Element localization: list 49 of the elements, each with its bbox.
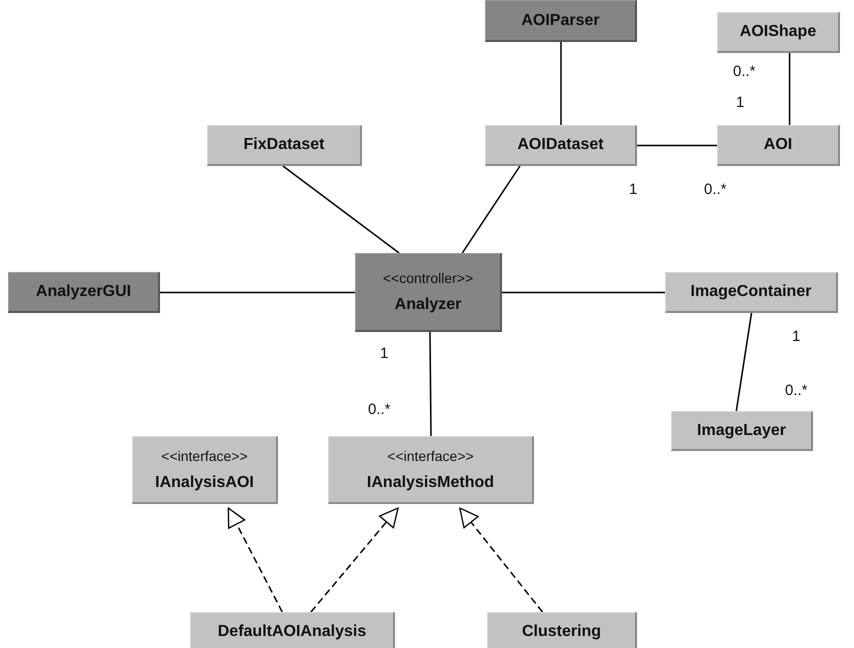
class-name: IAnalysisAOI [155, 474, 254, 492]
association-line [788, 53, 790, 125]
class-name: ImageContainer [690, 283, 812, 301]
realization-arrow [459, 507, 544, 612]
multiplicity-label: 0..* [785, 382, 808, 399]
class-name: Clustering [522, 622, 602, 640]
class-box [671, 411, 813, 451]
association-line [282, 165, 400, 254]
realization-arrow [228, 507, 283, 612]
class-name: AnalyzerGUI [36, 283, 132, 301]
association-line [160, 292, 355, 294]
class-box [190, 612, 395, 648]
association-line [429, 332, 432, 436]
multiplicity-label: 0..* [733, 63, 756, 80]
class-box [207, 125, 362, 166]
class-name: ImageLayer [697, 422, 786, 440]
class-box [8, 272, 160, 313]
stereotype-label: <<interface>> [161, 448, 248, 464]
association-line [560, 42, 562, 125]
association-line [502, 292, 665, 294]
class-box [485, 125, 637, 166]
class-name: AOIDataset [517, 136, 604, 154]
class-name: IAnalysisMethod [366, 474, 494, 492]
multiplicity-label: 1 [629, 181, 638, 198]
class-box [665, 272, 838, 313]
multiplicity-label: 1 [792, 328, 800, 345]
class-name: Analyzer [394, 296, 462, 314]
realization-arrow [310, 507, 399, 612]
class-box [487, 612, 637, 648]
class-name: AOIShape [740, 23, 816, 41]
class-box [717, 125, 840, 166]
class-box [328, 436, 534, 504]
class-box [485, 0, 637, 42]
association-line [736, 312, 752, 412]
multiplicity-label: 1 [736, 94, 744, 111]
class-box [717, 12, 840, 53]
association-line [462, 166, 521, 254]
class-name: AOI [764, 136, 792, 154]
multiplicity-label: 0..* [368, 401, 391, 418]
association-line [637, 144, 717, 146]
class-name: DefaultAOIAnalysis [218, 622, 366, 640]
class-box [132, 436, 278, 504]
multiplicity-label: 1 [380, 345, 388, 362]
class-box [355, 253, 502, 332]
multiplicity-label: 0..* [704, 181, 727, 198]
stereotype-label: <<interface>> [387, 448, 474, 464]
class-name: FixDataset [244, 136, 324, 154]
stereotype-label: <<controller>> [382, 270, 474, 286]
class-name: AOIParser [521, 12, 600, 30]
